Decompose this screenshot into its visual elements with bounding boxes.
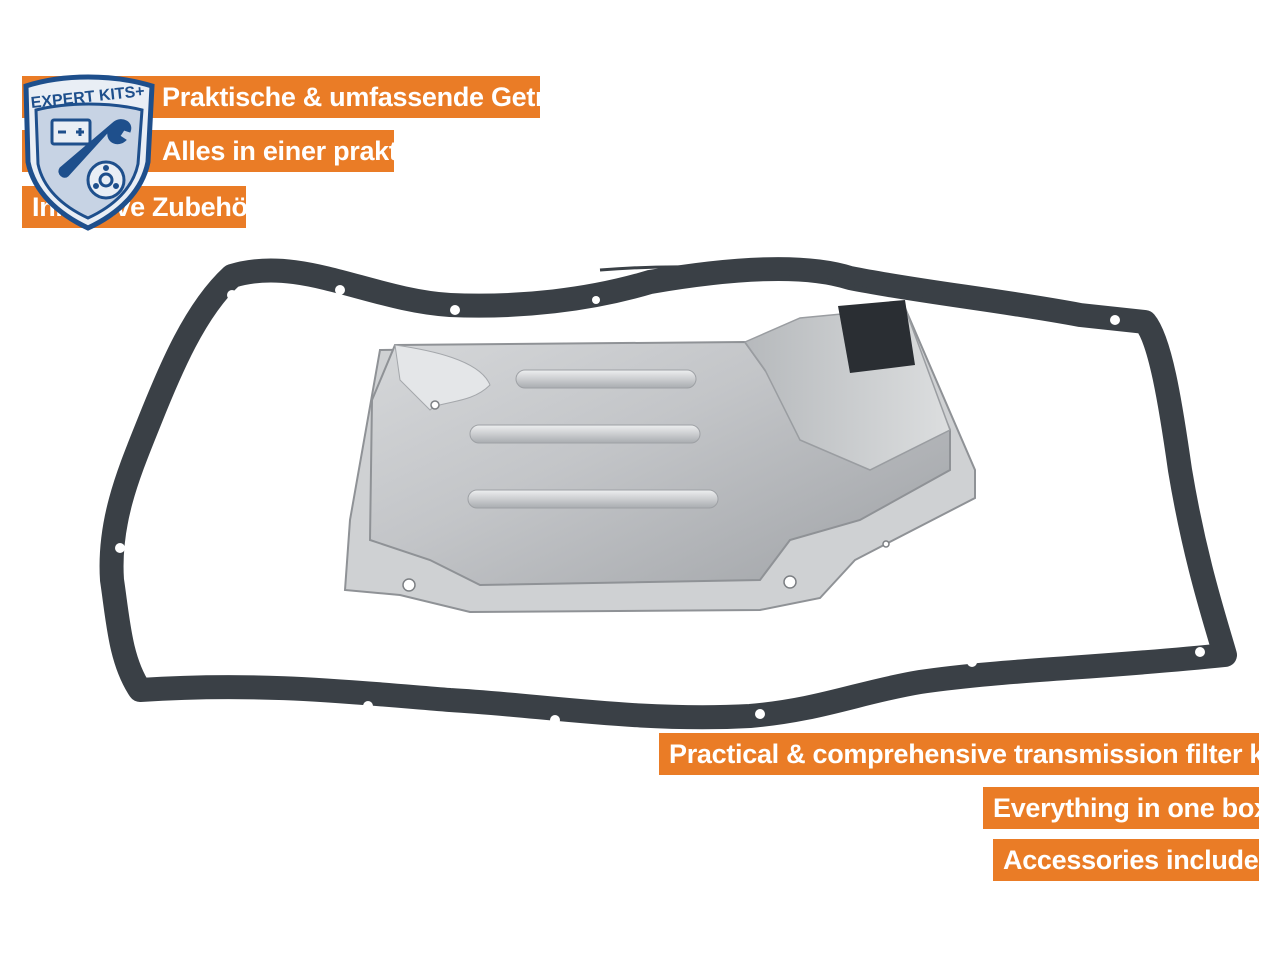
filter-ribs — [467, 369, 719, 509]
feature-label-en-3: Accessories included — [993, 839, 1275, 881]
wrench-icon — [58, 119, 132, 178]
gasket — [60, 257, 1237, 730]
gasket-bolt-holes — [60, 285, 1205, 725]
expert-kits-badge: EXPERT KITS+ — [23, 74, 155, 231]
filter-mount-holes — [402, 400, 890, 592]
feature-label-en-1: Practical & comprehensive transmission f… — [659, 733, 1280, 775]
transmission-filter — [343, 300, 976, 614]
battery-icon — [50, 118, 92, 146]
filter-intake-opening — [838, 300, 915, 373]
gasket-outline — [99, 257, 1237, 730]
feature-label-en-2: Everything in one box! — [983, 787, 1278, 829]
brake-disc-icon — [86, 160, 126, 200]
